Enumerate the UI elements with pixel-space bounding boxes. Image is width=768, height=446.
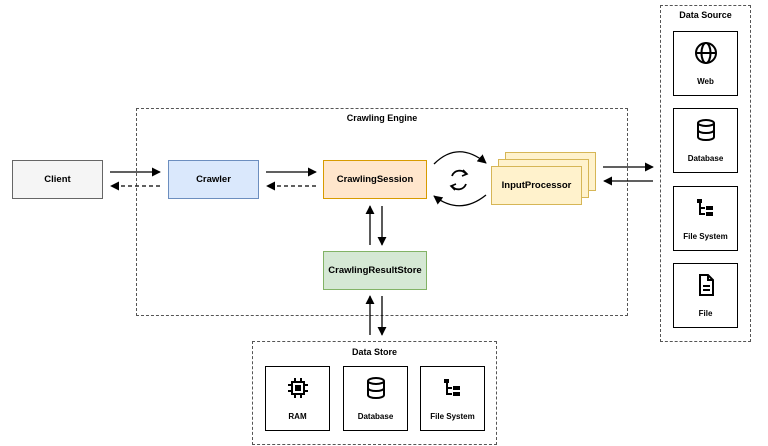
data-store-database[interactable]: Database	[343, 366, 408, 431]
data-source-web-label: Web	[697, 77, 714, 86]
data-source-file-label: File	[698, 309, 713, 318]
arrow-session-to-processor	[433, 151, 487, 165]
client-node[interactable]: Client	[12, 160, 103, 199]
database-icon	[366, 377, 385, 400]
refresh-icon	[449, 169, 469, 191]
globe-icon	[694, 42, 717, 64]
crawler-node[interactable]: Crawler	[168, 160, 259, 199]
data-store-file-system-label: File System	[430, 412, 475, 421]
input-processor-label: InputProcessor	[501, 180, 572, 191]
client-label: Client	[44, 174, 71, 185]
data-store-ram[interactable]: RAM	[265, 366, 330, 431]
data-store-group: Data Store	[252, 341, 497, 445]
crawling-session-node[interactable]: CrawlingSession	[323, 160, 427, 199]
crawling-result-store-label: CrawlingResultStore	[328, 265, 422, 276]
crawling-session-label: CrawlingSession	[336, 174, 414, 185]
arrow-processor-to-session	[433, 194, 487, 207]
chip-icon	[287, 378, 308, 398]
data-source-file-system-label: File System	[683, 232, 728, 241]
data-store-database-label: Database	[357, 412, 394, 421]
crawling-engine-title: Crawling Engine	[346, 113, 418, 123]
file-tree-icon	[696, 199, 713, 216]
data-source-title: Data Source	[679, 10, 732, 20]
data-source-file-system[interactable]: File System	[673, 186, 738, 251]
data-store-title: Data Store	[351, 347, 397, 357]
crawler-label: Crawler	[196, 174, 231, 185]
data-source-web[interactable]: Web	[673, 31, 738, 96]
data-source-database-label: Database	[687, 154, 724, 163]
data-store-ram-label: RAM	[288, 412, 307, 421]
data-store-file-system[interactable]: File System	[420, 366, 485, 431]
input-processor-node[interactable]: InputProcessor	[491, 166, 582, 205]
data-source-group: Data Source	[660, 5, 751, 342]
data-source-database[interactable]: Database	[673, 108, 738, 173]
file-tree-icon	[443, 379, 460, 396]
data-source-file[interactable]: File	[673, 263, 738, 328]
file-icon	[698, 274, 714, 296]
crawling-result-store-node[interactable]: CrawlingResultStore	[323, 251, 427, 290]
database-icon	[696, 119, 715, 142]
